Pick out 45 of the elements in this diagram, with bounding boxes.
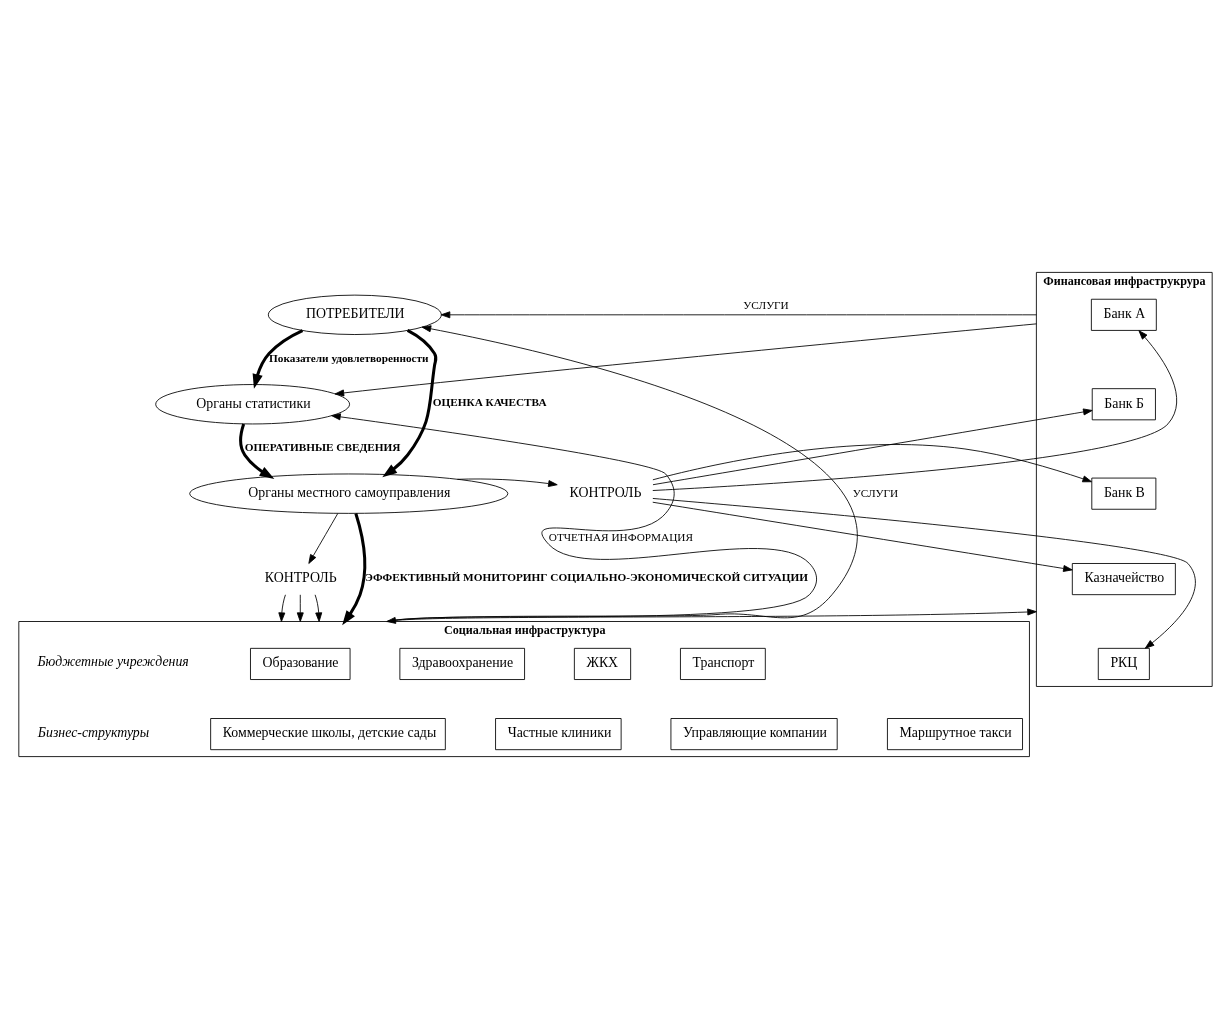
arrow <box>652 501 1073 572</box>
node-ellipse: Органы статистики <box>155 384 351 425</box>
edge-label: УСЛУГИ <box>743 299 789 312</box>
node-box: Образование <box>250 647 351 680</box>
node-box: Банк В <box>1091 477 1157 510</box>
arrow <box>296 594 304 622</box>
node-box: Коммерческие школы, детские сады <box>210 718 446 751</box>
arrow <box>652 330 1178 491</box>
arrow <box>314 594 323 622</box>
node-box: Банк Б <box>1091 388 1156 421</box>
node-text: КОНТРОЛЬ <box>569 484 642 500</box>
edge-label: ОПЕРАТИВНЫЕ СВЕДЕНИЯ <box>244 441 401 454</box>
arrow <box>239 423 275 479</box>
label: Бюджетные учреждения <box>37 654 189 670</box>
arrow <box>334 323 1037 397</box>
edge-label: ОЦЕНКА КАЧЕСТВА <box>432 396 547 409</box>
node-box: Частные клиники <box>495 718 622 751</box>
node-box: Маршрутное такси <box>887 718 1023 751</box>
node-ellipse: Органы местного самоуправления <box>189 473 509 514</box>
arrow <box>386 608 1037 624</box>
arrow <box>382 329 438 478</box>
node-box: Банк А <box>1090 298 1157 331</box>
edge-label: ЭФФЕКТИВНЫЙ МОНИТОРИНГ СОЦИАЛЬНО-ЭКОНОМИЧЕСКОЙ СИТУАЦИИ <box>365 571 808 584</box>
node-box: Казначейство <box>1071 563 1176 596</box>
arrow <box>342 513 367 626</box>
node-box: Транспорт <box>680 647 766 680</box>
node-box: РКЦ <box>1097 647 1150 680</box>
arrow <box>652 408 1093 486</box>
edge-label: ОТЧЕТНАЯ ИНФОРМАЦИЯ <box>548 531 693 544</box>
arrow <box>386 325 858 622</box>
node-box: Здравоохранение <box>399 647 525 680</box>
arrow <box>278 594 286 622</box>
arrow <box>308 513 339 564</box>
node-text: КОНТРОЛЬ <box>264 570 337 586</box>
arrow <box>652 498 1196 649</box>
edge-label: УСЛУГИ <box>852 486 899 499</box>
arrow <box>440 311 1037 319</box>
edge-label: Показатели удовлетворенности <box>269 351 429 364</box>
arrow <box>456 478 558 487</box>
node-box: ЖКХ <box>573 647 632 680</box>
node-box: Управляющие компании <box>670 718 838 751</box>
arrow <box>252 329 304 389</box>
arrow <box>652 444 1092 483</box>
label: Бизнес-структуры <box>37 724 150 740</box>
arrow <box>331 413 817 622</box>
